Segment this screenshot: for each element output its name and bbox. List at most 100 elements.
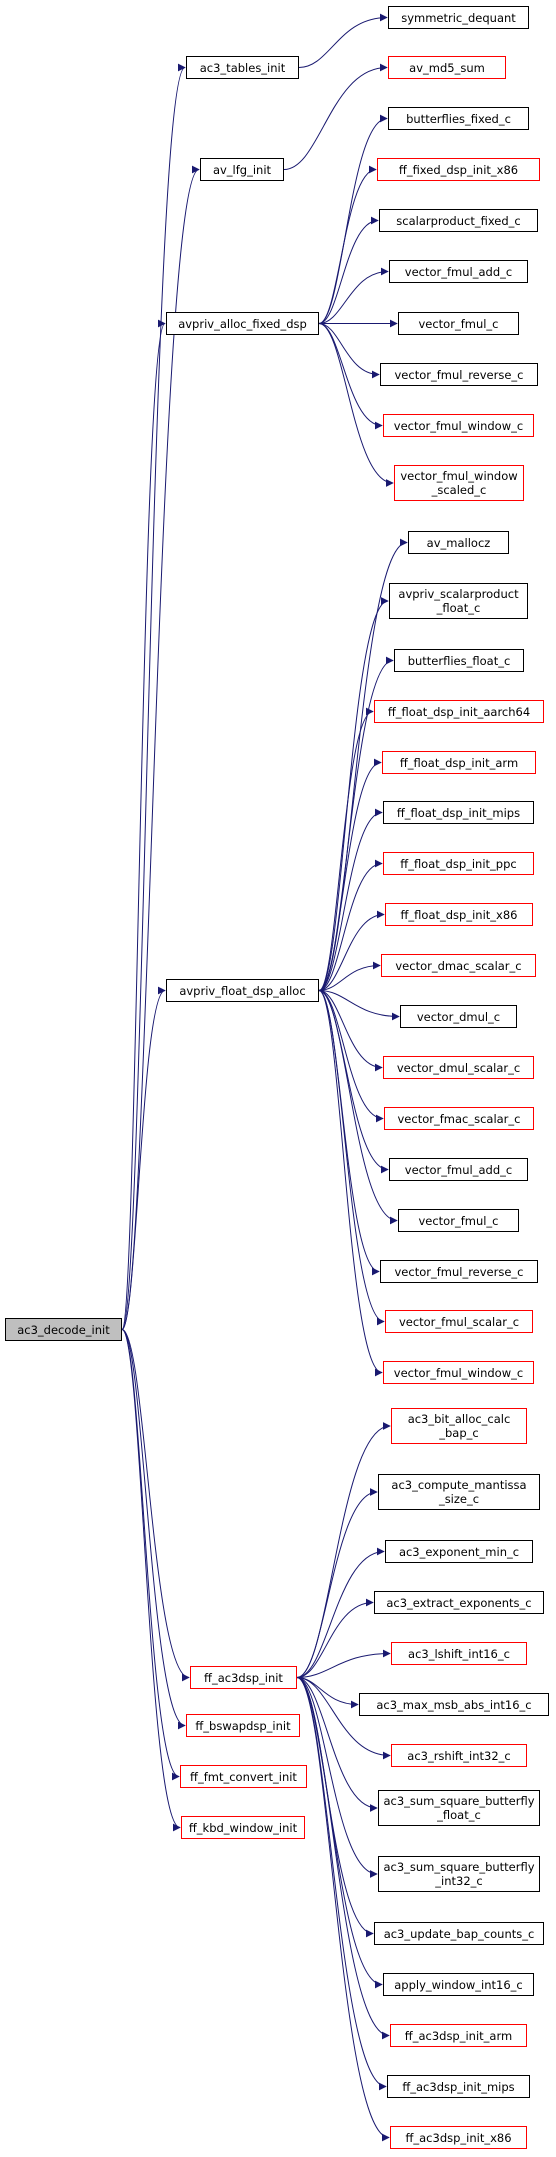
- edge-float-dsp-to-fl-vfrev: [318, 990, 380, 1276]
- node-label: avpriv_float_dsp_alloc: [179, 983, 306, 998]
- node-lshift[interactable]: ac3_lshift_int16_c: [391, 1642, 527, 1665]
- node-fl-mips[interactable]: ff_float_dsp_init_mips: [383, 801, 534, 824]
- node-root[interactable]: ac3_decode_init: [5, 1318, 122, 1341]
- node-label: vector_fmul_scalar_c: [398, 1314, 520, 1329]
- node-label: avpriv_alloc_fixed_dsp: [178, 316, 307, 331]
- edge-fixed-dsp-to-fx-vfma: [318, 267, 389, 324]
- edge-ac3dsp-to-ac3-arm: [296, 1677, 390, 2040]
- node-label: vector_fmul_reverse_c: [394, 367, 524, 382]
- edge-ac3dsp-to-ac3-x86: [296, 1677, 390, 2142]
- node-label: vector_fmul_c: [418, 1213, 499, 1228]
- edge-float-dsp-to-fl-x86: [318, 910, 385, 991]
- node-label: ff_float_dsp_init_arm: [399, 755, 519, 770]
- node-fx-vfrev[interactable]: vector_fmul_reverse_c: [380, 363, 538, 386]
- node-label: av_mallocz: [426, 535, 491, 550]
- node-fixed-dsp[interactable]: avpriv_alloc_fixed_dsp: [166, 312, 319, 335]
- node-label: ac3_decode_init: [17, 1322, 110, 1337]
- node-fx-vfma[interactable]: vector_fmul_add_c: [389, 260, 528, 283]
- edge-float-dsp-to-fl-ppc: [318, 859, 383, 991]
- node-upd-bap[interactable]: ac3_update_bap_counts_c: [374, 1922, 544, 1945]
- edge-float-dsp-to-vdmuls: [318, 990, 383, 1072]
- node-vdmul[interactable]: vector_dmul_c: [400, 1005, 517, 1028]
- node-label: avpriv_scalarproduct: [398, 587, 519, 601]
- node-sp-float[interactable]: avpriv_scalarproduct_float_c: [389, 583, 528, 619]
- node-fl-vfma[interactable]: vector_fmul_add_c: [389, 1158, 528, 1181]
- node-ac3dsp[interactable]: ff_ac3dsp_init: [190, 1666, 297, 1689]
- node-bf-float[interactable]: butterflies_float_c: [394, 649, 524, 672]
- node-fl-vfwin[interactable]: vector_fmul_window_c: [383, 1361, 534, 1384]
- node-label: vector_fmul_window: [400, 469, 518, 483]
- node-kbd[interactable]: ff_kbd_window_init: [181, 1816, 305, 1839]
- node-label: vector_fmac_scalar_c: [397, 1111, 521, 1126]
- edge-root-to-bswap: [121, 1329, 186, 1730]
- node-ssb-float[interactable]: ac3_sum_square_butterfly_float_c: [378, 1790, 540, 1826]
- node-ffdsp-x86[interactable]: ff_fixed_dsp_init_x86: [377, 158, 540, 181]
- node-label: _float_c: [437, 1808, 481, 1822]
- node-float-dsp[interactable]: avpriv_float_dsp_alloc: [166, 979, 319, 1002]
- node-vdmuls[interactable]: vector_dmul_scalar_c: [383, 1056, 534, 1079]
- node-fx-vfwins[interactable]: vector_fmul_window_scaled_c: [394, 465, 524, 501]
- edge-lfg-init-to-md5: [283, 63, 388, 170]
- node-ssb-int[interactable]: ac3_sum_square_butterfly_int32_c: [378, 1856, 540, 1892]
- edge-float-dsp-to-fl-arm: [318, 758, 382, 991]
- node-bf-fixed[interactable]: butterflies_fixed_c: [388, 107, 529, 130]
- node-label: ac3_tables_init: [199, 60, 286, 75]
- node-label: vector_fmul_window_c: [393, 418, 524, 433]
- node-vfmacs[interactable]: vector_fmac_scalar_c: [384, 1107, 534, 1130]
- edge-root-to-kbd: [121, 1329, 181, 1832]
- node-ac3-x86[interactable]: ff_ac3dsp_init_x86: [390, 2126, 527, 2149]
- edge-float-dsp-to-fl-a64: [318, 707, 374, 991]
- node-ac3-mips[interactable]: ff_ac3dsp_init_mips: [387, 2075, 530, 2098]
- edge-ac3dsp-to-bit-alloc: [296, 1422, 391, 1678]
- node-lfg-init[interactable]: av_lfg_init: [200, 158, 284, 181]
- node-comp-mant[interactable]: ac3_compute_mantissa_size_c: [378, 1474, 540, 1510]
- node-fl-arm[interactable]: ff_float_dsp_init_arm: [382, 751, 536, 774]
- node-label: vector_dmul_scalar_c: [396, 1060, 521, 1075]
- node-fl-ppc[interactable]: ff_float_dsp_init_ppc: [383, 852, 534, 875]
- node-label: _size_c: [438, 1492, 480, 1506]
- node-fl-vf[interactable]: vector_fmul_c: [398, 1209, 519, 1232]
- edge-tables-init-to-sym-deq: [298, 13, 388, 68]
- node-sym-deq[interactable]: symmetric_dequant: [388, 6, 529, 29]
- node-rshift[interactable]: ac3_rshift_int32_c: [391, 1744, 527, 1767]
- edge-ac3dsp-to-exp-min: [296, 1547, 385, 1678]
- node-label: av_lfg_init: [212, 162, 272, 177]
- node-label: ff_kbd_window_init: [188, 1820, 298, 1835]
- node-label: butterflies_float_c: [407, 653, 511, 668]
- edge-root-to-ac3dsp: [121, 1329, 190, 1682]
- node-fmtconv[interactable]: ff_fmt_convert_init: [180, 1765, 307, 1788]
- node-label: av_md5_sum: [409, 60, 485, 75]
- edge-root-to-float-dsp: [121, 986, 166, 1330]
- node-vdmacs[interactable]: vector_dmac_scalar_c: [381, 954, 536, 977]
- node-label: ff_ac3dsp_init_mips: [402, 2079, 515, 2094]
- node-max-msb[interactable]: ac3_max_msb_abs_int16_c: [359, 1693, 549, 1716]
- node-label: vector_dmac_scalar_c: [395, 958, 522, 973]
- node-label: ff_float_dsp_init_mips: [396, 805, 521, 820]
- edge-ac3dsp-to-lshift: [296, 1649, 391, 1678]
- node-fl-vfrev[interactable]: vector_fmul_reverse_c: [380, 1260, 538, 1283]
- node-label: ff_fixed_dsp_init_x86: [398, 162, 519, 177]
- node-fl-x86[interactable]: ff_float_dsp_init_x86: [385, 903, 533, 926]
- node-fx-vf[interactable]: vector_fmul_c: [398, 312, 519, 335]
- edge-fixed-dsp-to-fx-vfrev: [318, 323, 380, 379]
- node-label: ac3_rshift_int32_c: [407, 1748, 511, 1763]
- node-fx-vfwin[interactable]: vector_fmul_window_c: [383, 414, 534, 437]
- node-mallocz[interactable]: av_mallocz: [408, 531, 509, 554]
- node-label: _bap_c: [439, 1426, 479, 1440]
- node-fl-vfs[interactable]: vector_fmul_scalar_c: [385, 1310, 533, 1333]
- node-sp-fixed[interactable]: scalarproduct_fixed_c: [379, 209, 538, 232]
- node-ac3-arm[interactable]: ff_ac3dsp_init_arm: [390, 2024, 527, 2047]
- node-tables-init[interactable]: ac3_tables_init: [186, 56, 299, 79]
- node-apply-win[interactable]: apply_window_int16_c: [383, 1973, 534, 1996]
- node-md5[interactable]: av_md5_sum: [388, 56, 506, 79]
- node-label: vector_fmul_add_c: [404, 264, 513, 279]
- node-bit-alloc[interactable]: ac3_bit_alloc_calc_bap_c: [391, 1408, 527, 1444]
- node-ext-exp[interactable]: ac3_extract_exponents_c: [374, 1591, 544, 1614]
- node-exp-min[interactable]: ac3_exponent_min_c: [385, 1540, 533, 1563]
- edge-float-dsp-to-vdmacs: [318, 961, 381, 991]
- edge-float-dsp-to-vdmul: [318, 990, 400, 1021]
- node-bswap[interactable]: ff_bswapdsp_init: [186, 1714, 300, 1737]
- node-fl-a64[interactable]: ff_float_dsp_init_aarch64: [374, 700, 544, 723]
- node-label: _scaled_c: [431, 483, 487, 497]
- edge-float-dsp-to-fl-vfs: [318, 990, 385, 1326]
